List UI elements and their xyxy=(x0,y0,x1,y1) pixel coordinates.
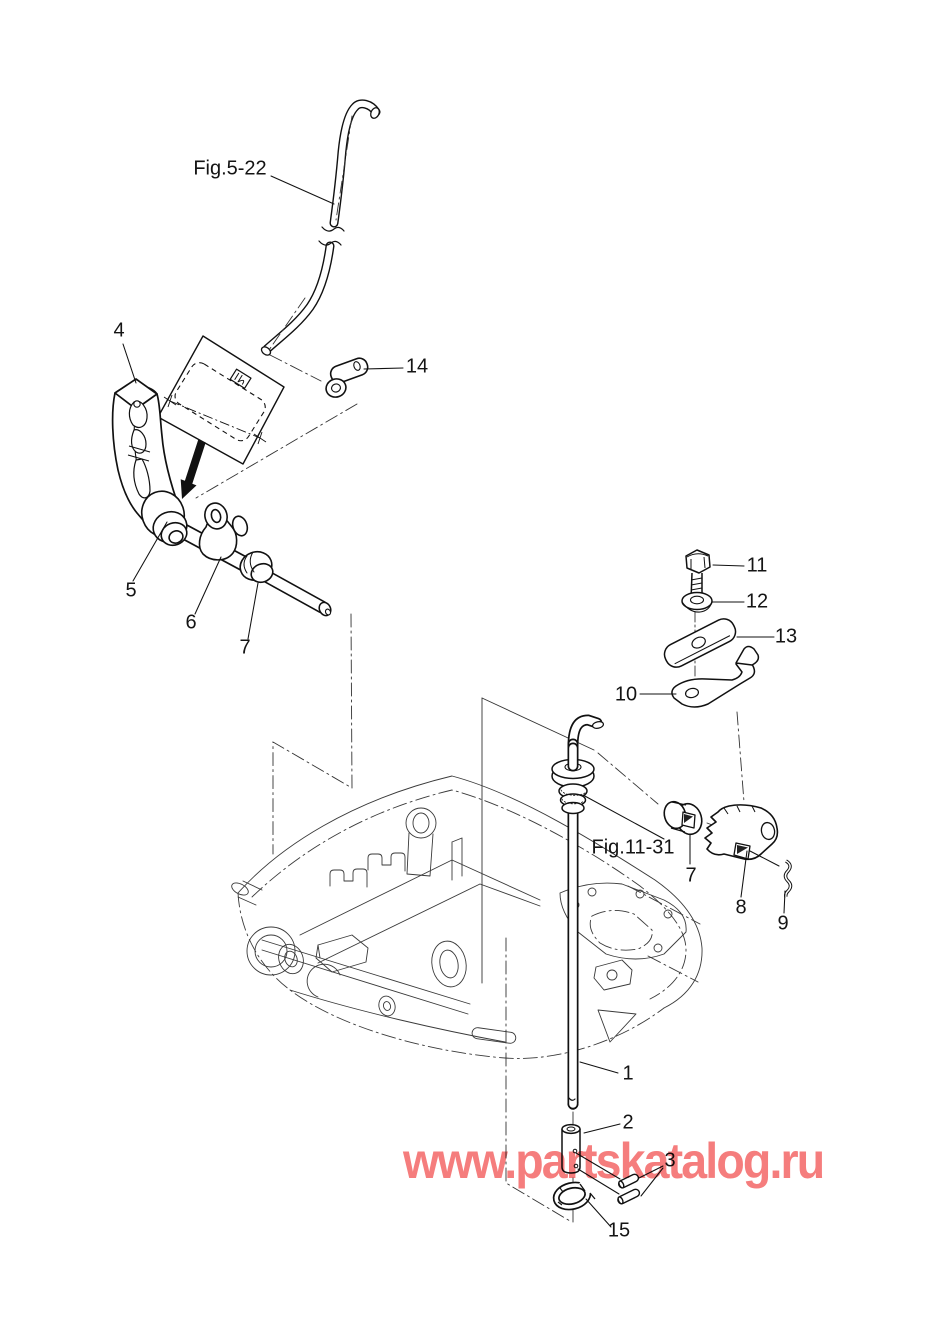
eclip-part15 xyxy=(552,1176,600,1211)
pin-part3 xyxy=(617,1173,641,1205)
throttle-cable-tube xyxy=(260,99,381,356)
part-callout-3: 3 xyxy=(664,1149,676,1172)
spacer-part2 xyxy=(561,1123,581,1174)
part-callout-7: 7 xyxy=(685,864,697,887)
part-callout-9: 9 xyxy=(777,912,789,935)
pointer-arrow xyxy=(180,439,206,499)
rod-end-hardware xyxy=(552,1123,641,1211)
part-callout-14: 14 xyxy=(405,355,429,378)
projection-lines xyxy=(195,354,745,1223)
shift-rod-part1 xyxy=(551,714,605,1110)
part-callout-6: 6 xyxy=(185,611,197,634)
part-callout-10: 10 xyxy=(614,683,638,706)
leader-lines xyxy=(122,175,786,1228)
engine-cowl-outline xyxy=(231,775,703,1059)
washer-part12 xyxy=(681,591,713,613)
collar-part7 xyxy=(239,550,274,584)
bushing-part5 xyxy=(140,490,188,547)
brand-mark-icon xyxy=(229,368,252,389)
clip-part9 xyxy=(783,859,793,898)
cam-lever-part8 xyxy=(704,804,779,861)
part-callout-11: 11 xyxy=(746,554,768,577)
part-callout-2: 2 xyxy=(622,1111,634,1134)
part-callout-13: 13 xyxy=(774,625,798,648)
figure-ref-Fig.11-31: Fig.11-31 xyxy=(591,836,675,859)
instruction-plate xyxy=(157,335,285,499)
shift-shaft-assembly xyxy=(140,490,332,617)
part-callout-12: 12 xyxy=(745,590,769,613)
throttle-cam-group xyxy=(663,800,793,898)
part-callout-4: 4 xyxy=(113,319,125,342)
clamp-hardware xyxy=(663,549,760,708)
bushing-part7b xyxy=(663,800,703,836)
figure-ref-Fig.5-22: Fig.5-22 xyxy=(193,157,267,180)
yoke-part6 xyxy=(198,502,249,561)
clamp-plate-part13 xyxy=(663,618,737,668)
part-callout-1: 1 xyxy=(622,1062,634,1085)
part-callout-5: 5 xyxy=(125,579,137,602)
part-callout-8: 8 xyxy=(735,896,747,919)
part-callout-7: 7 xyxy=(239,636,251,659)
bracket-part10 xyxy=(671,645,760,708)
cable-lever-part14 xyxy=(325,357,369,398)
part-callout-15: 15 xyxy=(607,1219,631,1242)
